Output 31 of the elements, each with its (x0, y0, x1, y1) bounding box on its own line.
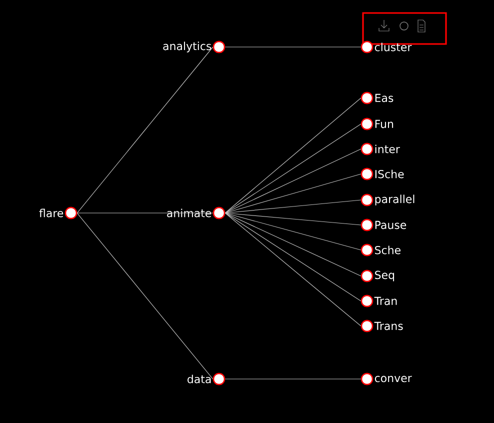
node-label: animate (167, 208, 212, 218)
node-label: analytics (163, 42, 212, 52)
node-label: flare (39, 208, 64, 218)
node-label: Pause (375, 220, 406, 230)
node-label: inter (375, 144, 400, 154)
tree-link (76, 212, 214, 214)
tree-link (224, 212, 362, 250)
tree-link (224, 212, 362, 226)
tree-link (224, 378, 362, 380)
tree-link (76, 46, 214, 214)
node-label: Tran (374, 296, 397, 306)
tree-link (224, 98, 362, 214)
node-label: cluster (374, 42, 412, 52)
node-label: Trans (374, 322, 403, 330)
node-label: Fun (375, 120, 394, 128)
node-label: ISche (375, 170, 404, 178)
tree-link (224, 212, 362, 302)
node-label: Seq (375, 270, 394, 282)
tree-link (224, 200, 362, 214)
tree-link (224, 124, 362, 214)
node-label: Eas (375, 94, 394, 102)
tree-link (224, 148, 362, 214)
tree-link (224, 174, 362, 214)
tree-link (224, 212, 362, 326)
node-label: parallel (375, 194, 414, 206)
node-label: conver (374, 376, 412, 382)
tree-link (224, 46, 362, 48)
node-label: Sche (375, 246, 400, 254)
node-label: data (188, 374, 211, 384)
tree-link (224, 212, 362, 276)
tree-link (76, 212, 214, 380)
